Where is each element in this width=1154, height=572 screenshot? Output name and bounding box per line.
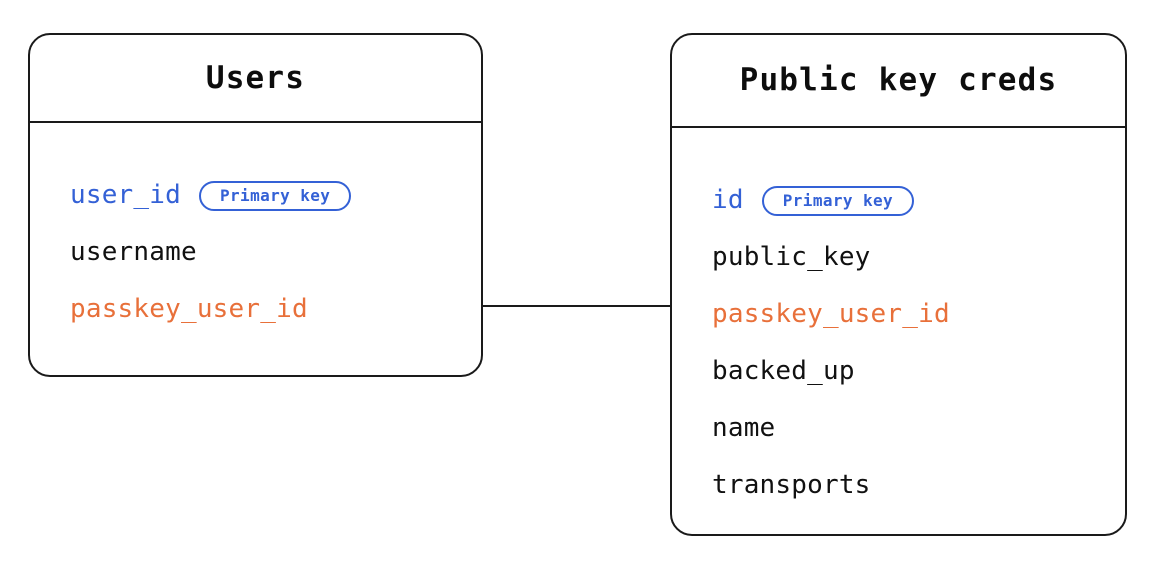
field-row[interactable]: id Primary key bbox=[712, 172, 1125, 229]
primary-key-badge-label: Primary key bbox=[782, 190, 894, 210]
field-row[interactable]: name bbox=[712, 400, 1125, 457]
primary-key-badge: Primary key bbox=[761, 185, 915, 216]
field-name-name: name bbox=[712, 413, 776, 443]
field-name-transports: transports bbox=[712, 470, 871, 500]
entity-users[interactable]: Users user_id Primary key username passk… bbox=[28, 33, 483, 377]
field-name-passkey-user-id: passkey_user_id bbox=[70, 294, 308, 324]
field-row[interactable]: passkey_user_id bbox=[70, 281, 481, 338]
entity-public-key-creds-title: Public key creds bbox=[739, 62, 1058, 98]
field-row[interactable]: public_key bbox=[712, 229, 1125, 286]
entity-users-fields: user_id Primary key username passkey_use… bbox=[30, 123, 481, 372]
entity-users-header: Users bbox=[30, 35, 481, 123]
field-name-public-key: public_key bbox=[712, 242, 871, 272]
field-name-id: id bbox=[712, 185, 744, 215]
field-row[interactable]: username bbox=[70, 224, 481, 281]
field-row[interactable]: user_id Primary key bbox=[70, 167, 481, 224]
field-row[interactable]: backed_up bbox=[712, 343, 1125, 400]
entity-public-key-creds-header: Public key creds bbox=[672, 35, 1125, 128]
field-row[interactable]: transports bbox=[712, 457, 1125, 514]
relationship-line-users-to-public-key-creds bbox=[481, 305, 672, 308]
entity-public-key-creds[interactable]: Public key creds id Primary key public_k… bbox=[670, 33, 1127, 536]
field-name-passkey-user-id: passkey_user_id bbox=[712, 299, 950, 329]
primary-key-badge: Primary key bbox=[198, 180, 352, 211]
primary-key-badge-label: Primary key bbox=[219, 185, 331, 205]
entity-users-title: Users bbox=[205, 59, 306, 96]
field-name-user-id: user_id bbox=[70, 180, 181, 210]
field-row[interactable]: passkey_user_id bbox=[712, 286, 1125, 343]
field-name-username: username bbox=[70, 237, 197, 267]
field-name-backed-up: backed_up bbox=[712, 356, 855, 386]
entity-public-key-creds-fields: id Primary key public_key passkey_user_i… bbox=[672, 128, 1125, 534]
